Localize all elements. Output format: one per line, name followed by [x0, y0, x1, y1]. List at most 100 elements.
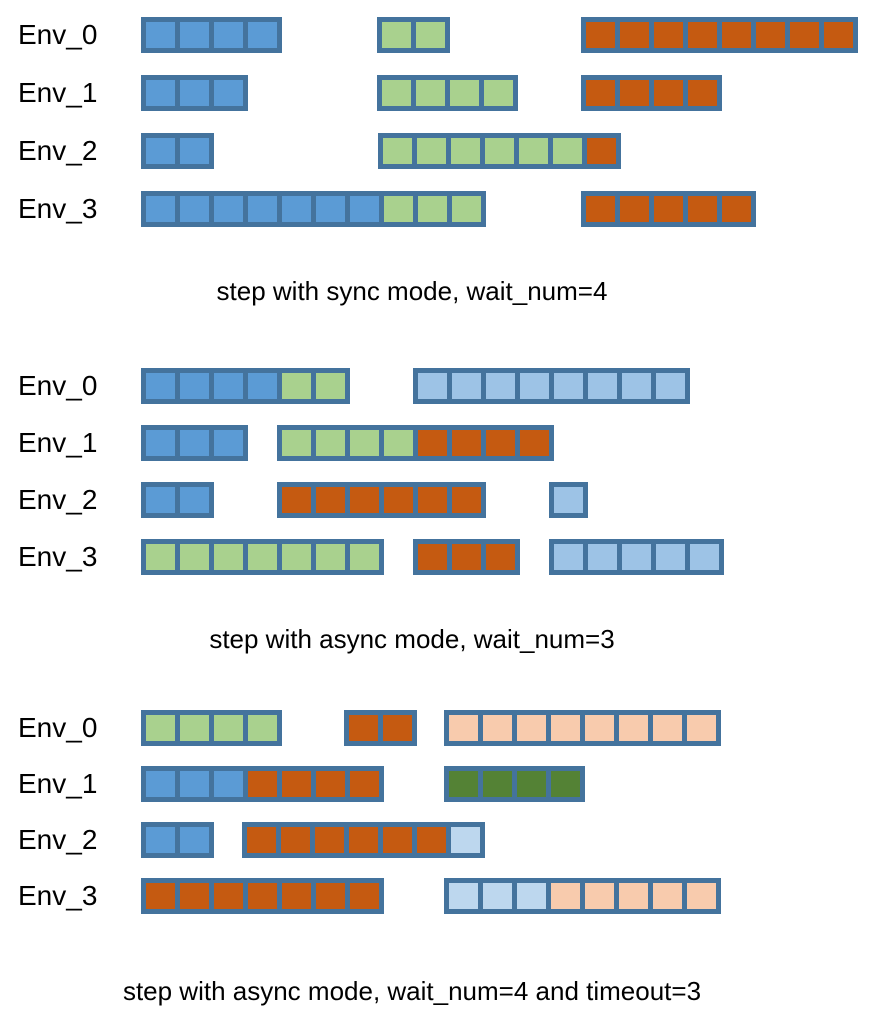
lightblue-step-cell [656, 373, 685, 399]
timeline-bar [377, 75, 518, 111]
timeline-bar [378, 133, 621, 169]
blue-step-cell [180, 373, 209, 399]
blue-step-cell [316, 196, 345, 222]
peach-step-cell [585, 715, 614, 741]
orange-step-cell [350, 771, 379, 797]
green-step-cell [416, 22, 445, 48]
green-step-cell [485, 138, 514, 164]
timeline-bar [413, 368, 690, 404]
orange-step-cell [756, 22, 785, 48]
orange-step-cell [452, 487, 481, 513]
orange-step-cell [586, 196, 615, 222]
green-step-cell [214, 544, 243, 570]
orange-step-cell [418, 487, 447, 513]
env-label: Env_0 [18, 712, 98, 743]
green-step-cell [382, 22, 411, 48]
env-label: Env_3 [18, 880, 98, 911]
peach-step-cell [619, 715, 648, 741]
peach-step-cell [619, 883, 648, 909]
green-step-cell [417, 138, 446, 164]
orange-step-cell [282, 487, 311, 513]
timeline-bar [141, 133, 214, 169]
peach-step-cell [483, 715, 512, 741]
green-step-cell [180, 715, 209, 741]
timeline-bar [141, 191, 486, 227]
orange-step-cell [688, 22, 717, 48]
timeline-bar [444, 878, 721, 914]
orange-step-cell [520, 430, 549, 456]
green-step-cell [484, 80, 513, 106]
green-step-cell [350, 430, 379, 456]
timeline-bar [413, 539, 520, 575]
timeline-bar [141, 17, 282, 53]
green-step-cell [248, 544, 277, 570]
env-label: Env_1 [18, 77, 98, 108]
green-step-cell [316, 544, 345, 570]
peach-step-cell [517, 715, 546, 741]
orange-step-cell [587, 138, 616, 164]
paleblue-step-cell [483, 883, 512, 909]
timeline-bar [581, 75, 722, 111]
orange-step-cell [790, 22, 819, 48]
lightblue-step-cell [418, 373, 447, 399]
lightblue-step-cell [520, 373, 549, 399]
green-step-cell [214, 715, 243, 741]
orange-step-cell [146, 883, 175, 909]
orange-step-cell [586, 80, 615, 106]
timeline-bar [141, 766, 384, 802]
orange-step-cell [620, 80, 649, 106]
orange-step-cell [248, 771, 277, 797]
lightblue-step-cell [452, 373, 481, 399]
green-step-cell [416, 80, 445, 106]
timeline-bar [141, 75, 248, 111]
blue-step-cell [180, 771, 209, 797]
green-step-cell [248, 715, 277, 741]
green-step-cell [452, 196, 481, 222]
green-step-cell [316, 430, 345, 456]
blue-step-cell [214, 373, 243, 399]
blue-step-cell [146, 373, 175, 399]
peach-step-cell [653, 715, 682, 741]
paleblue-step-cell [449, 883, 478, 909]
green-step-cell [382, 80, 411, 106]
blue-step-cell [248, 373, 277, 399]
orange-step-cell [418, 430, 447, 456]
orange-step-cell [315, 827, 344, 853]
orange-step-cell [654, 22, 683, 48]
green-step-cell [384, 430, 413, 456]
blue-step-cell [214, 80, 243, 106]
timeline-bar [141, 368, 350, 404]
green-step-cell [146, 715, 175, 741]
orange-step-cell [383, 827, 412, 853]
orange-step-cell [586, 22, 615, 48]
orange-step-cell [316, 883, 345, 909]
blue-step-cell [146, 430, 175, 456]
timeline-bar [377, 17, 450, 53]
orange-step-cell [350, 487, 379, 513]
timeline-bar [581, 191, 756, 227]
lightblue-step-cell [554, 487, 583, 513]
orange-step-cell [620, 22, 649, 48]
peach-step-cell [551, 883, 580, 909]
orange-step-cell [281, 827, 310, 853]
orange-step-cell [282, 771, 311, 797]
timeline-bar [444, 710, 721, 746]
lightblue-step-cell [486, 373, 515, 399]
orange-step-cell [350, 883, 379, 909]
panel-caption: step with sync mode, wait_num=4 [216, 276, 608, 306]
lightblue-step-cell [622, 373, 651, 399]
orange-step-cell [214, 883, 243, 909]
lightblue-step-cell [656, 544, 685, 570]
green-step-cell [180, 544, 209, 570]
orange-step-cell [349, 715, 378, 741]
blue-step-cell [146, 196, 175, 222]
green-step-cell [146, 544, 175, 570]
env-label: Env_1 [18, 768, 98, 799]
orange-step-cell [383, 715, 412, 741]
timeline-bar [277, 425, 554, 461]
blue-step-cell [214, 771, 243, 797]
green-step-cell [282, 430, 311, 456]
paleblue-step-cell [517, 883, 546, 909]
paleblue-step-cell [451, 827, 480, 853]
